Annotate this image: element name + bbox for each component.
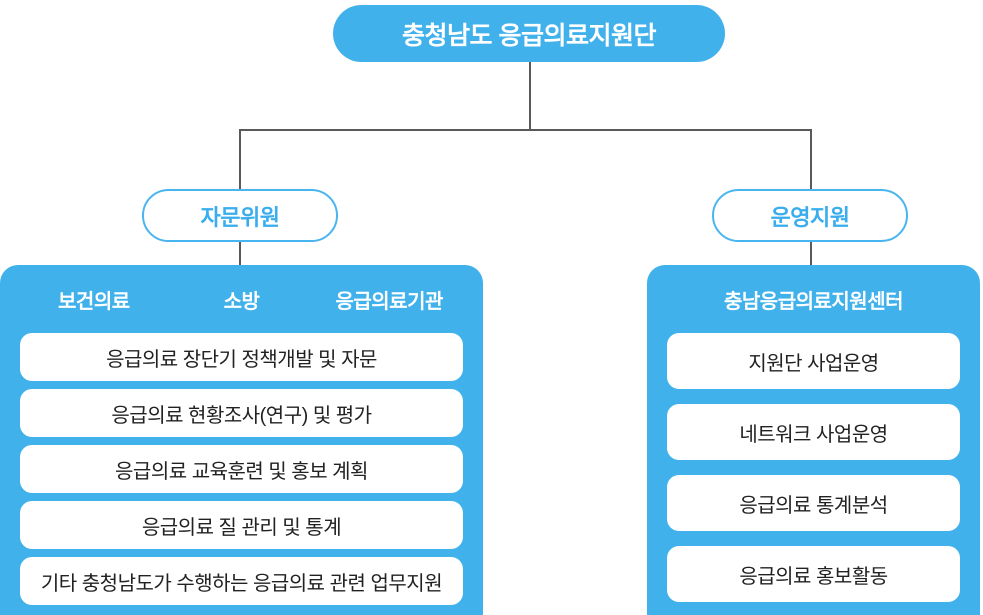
list-item: 응급의료 현황조사(연구) 및 평가	[20, 389, 463, 437]
branch-pill-operations: 운영지원	[712, 189, 908, 242]
branch-pill-advisory: 자문위원	[142, 189, 338, 242]
connector-right-panel-vertical	[810, 240, 812, 266]
list-item: 응급의료 교육훈련 및 홍보 계획	[20, 445, 463, 493]
list-item: 응급의료 질 관리 및 통계	[20, 501, 463, 549]
list-item: 네트워크 사업운영	[667, 404, 960, 460]
panel-advisory: 보건의료 소방 응급의료기관 응급의료 장단기 정책개발 및 자문 응급의료 현…	[0, 265, 483, 615]
connector-left-branch-vertical	[239, 129, 241, 190]
header-health-medical: 보건의료	[58, 290, 130, 313]
root-node: 충청남도 응급의료지원단	[333, 5, 725, 62]
connector-right-branch-vertical	[810, 129, 812, 190]
list-item: 응급의료 장단기 정책개발 및 자문	[20, 333, 463, 381]
list-item: 응급의료 홍보활동	[667, 546, 960, 602]
root-node-label: 충청남도 응급의료지원단	[402, 21, 656, 50]
panel-operations: 충남응급의료지원센터 지원단 사업운영 네트워크 사업운영 응급의료 통계분석 …	[647, 265, 980, 615]
list-item: 지원단 사업운영	[667, 333, 960, 389]
list-item: 응급의료 통계분석	[667, 475, 960, 531]
branch-pill-advisory-label: 자문위원	[200, 204, 280, 230]
connector-root-vertical	[529, 62, 531, 130]
connector-horizontal-span	[239, 129, 812, 131]
header-support-center: 충남응급의료지원센터	[724, 290, 904, 313]
header-emergency-orgs: 응급의료기관	[335, 290, 443, 313]
header-fire-service: 소방	[223, 290, 260, 313]
connector-left-panel-vertical	[239, 240, 241, 266]
panel-operations-header: 충남응급의료지원센터	[667, 283, 960, 315]
list-item: 기타 충청남도가 수행하는 응급의료 관련 업무지원	[20, 557, 463, 605]
branch-pill-operations-label: 운영지원	[770, 204, 850, 230]
panel-advisory-header: 보건의료 소방 응급의료기관	[20, 283, 463, 315]
